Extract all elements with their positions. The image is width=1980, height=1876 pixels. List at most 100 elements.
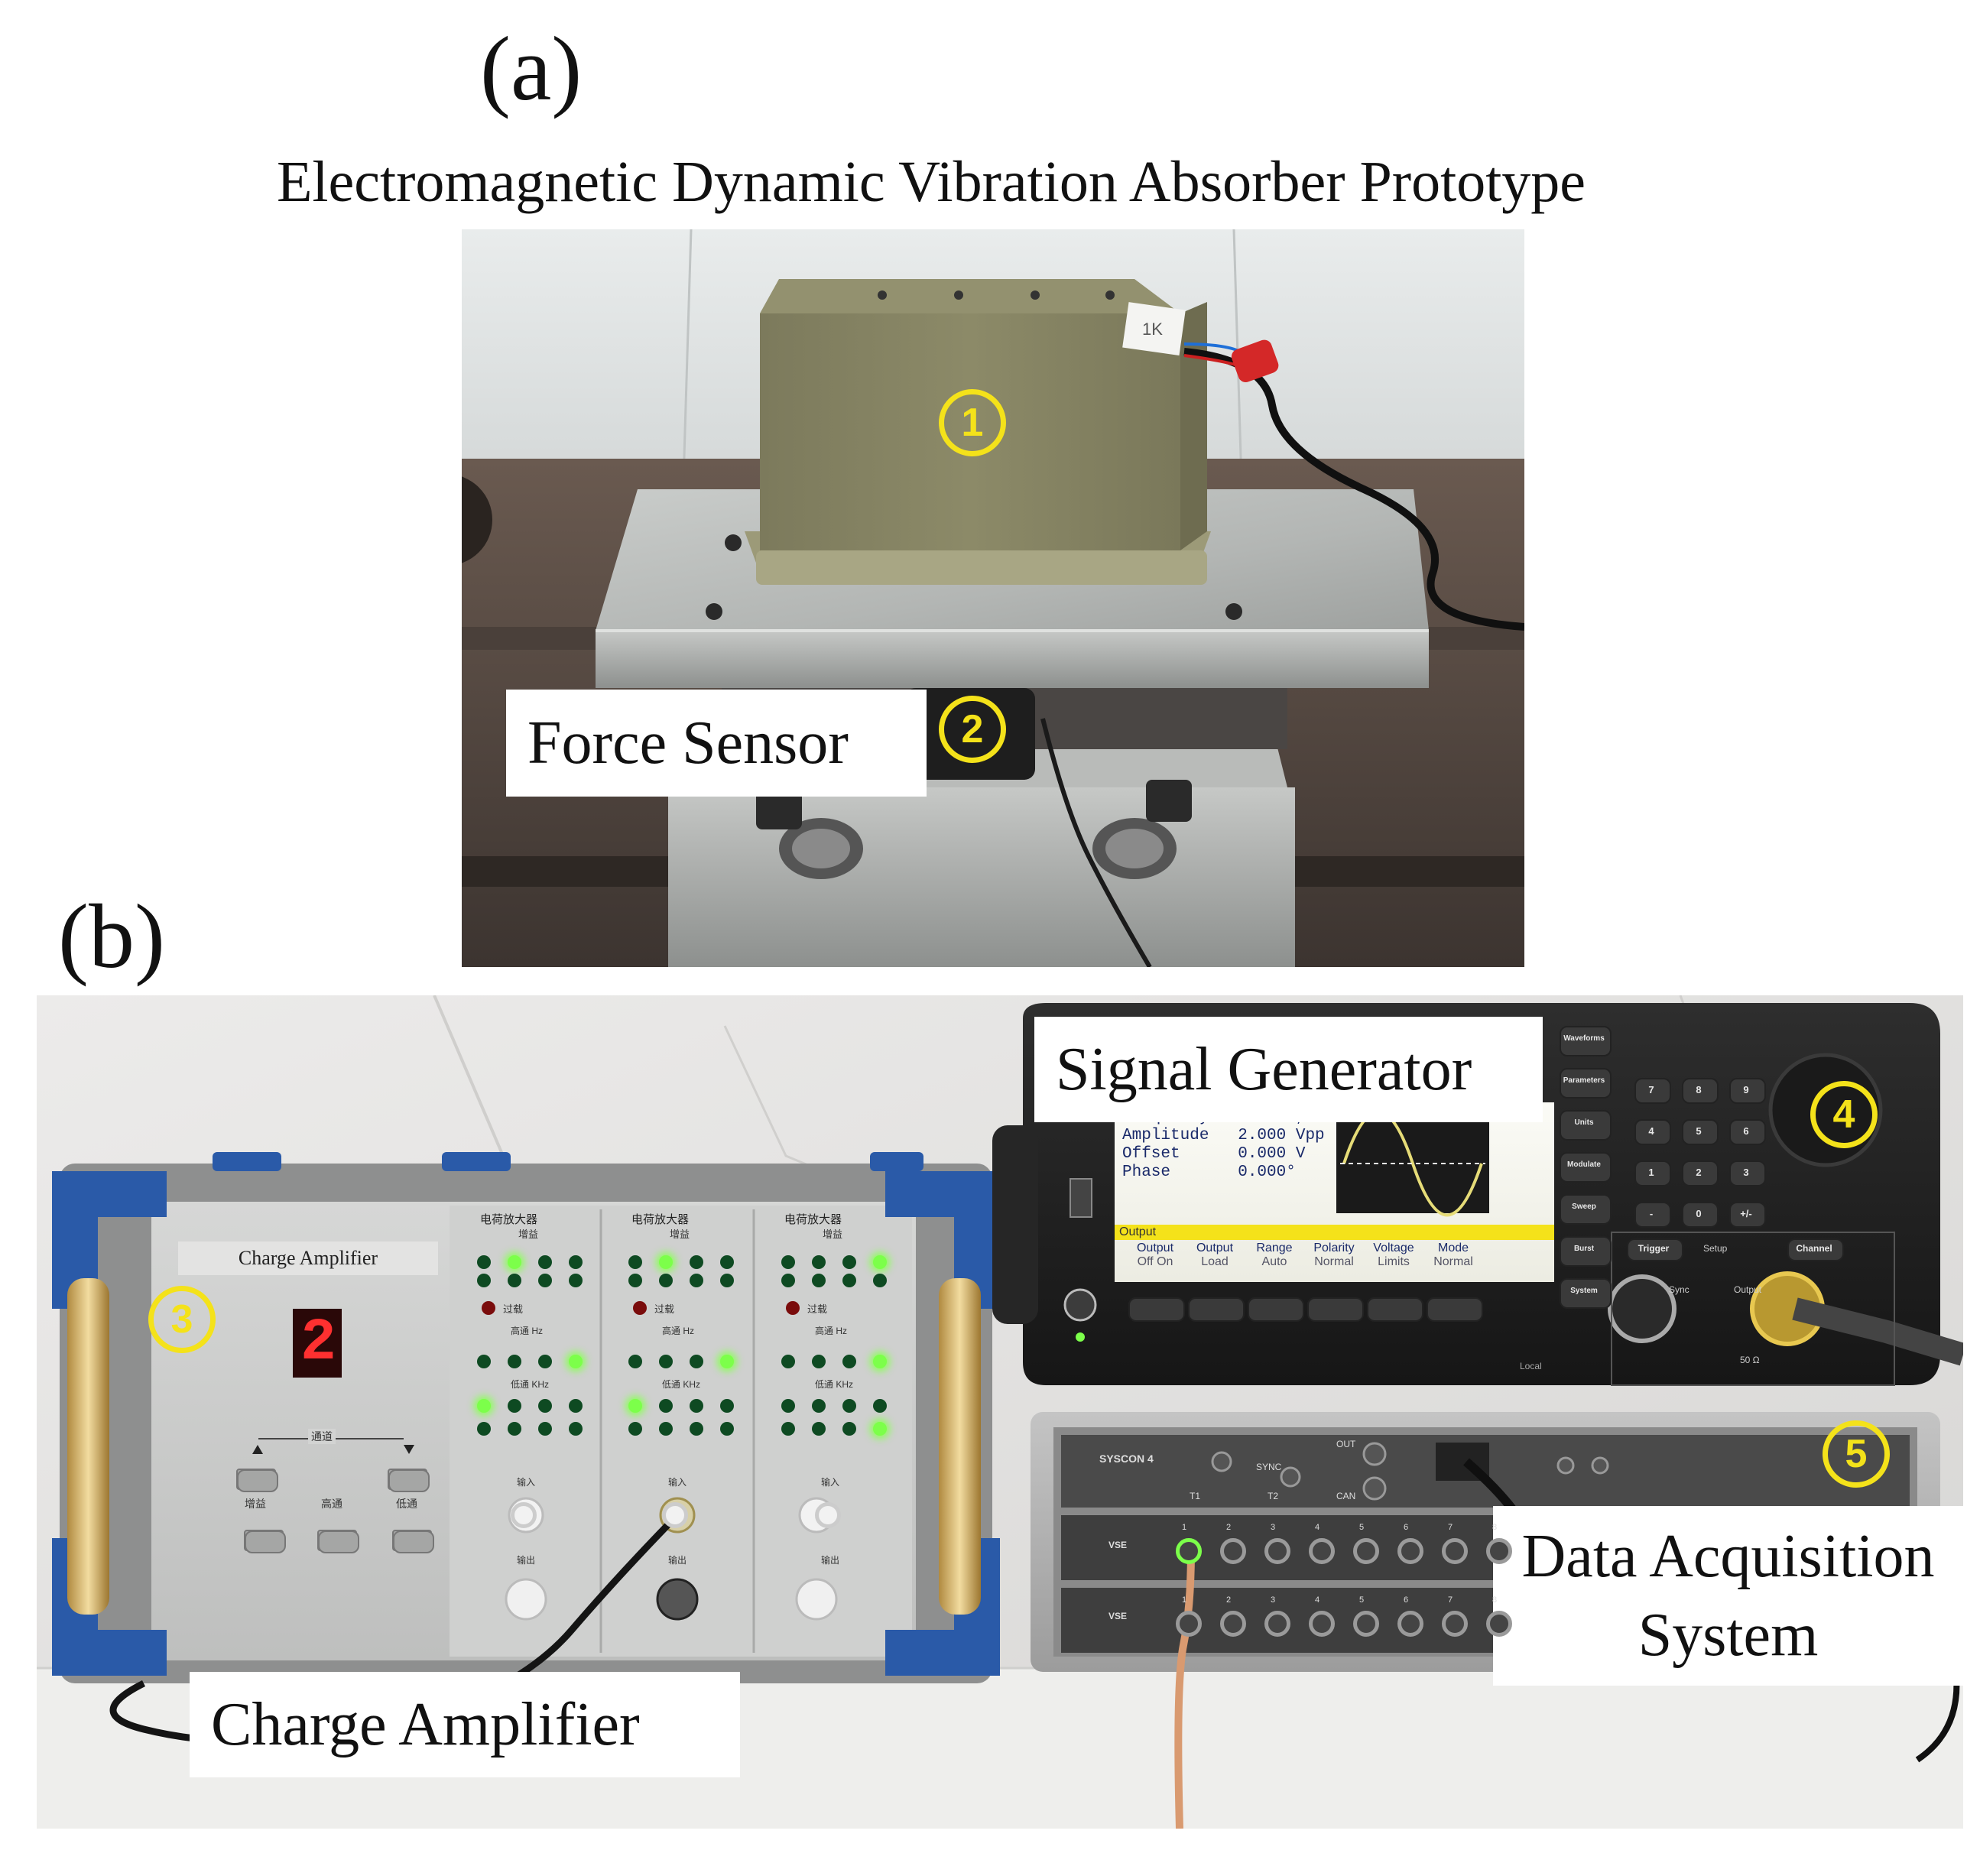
gen-softkey-1-button[interactable]: [1128, 1297, 1185, 1322]
amp-module-2-lowpass-led: [659, 1399, 673, 1413]
amp-module-3-overload-led: [786, 1301, 800, 1315]
gen-sidekey-1-button[interactable]: [1560, 1026, 1612, 1056]
amp-module-3-lowpass-led: [812, 1399, 826, 1413]
gen-numpad-key-button[interactable]: [1682, 1202, 1719, 1228]
amp-module-2-gain-led: [690, 1274, 703, 1287]
gen-sidekey-6-button[interactable]: [1560, 1236, 1612, 1267]
daq-channel-port[interactable]: [1220, 1611, 1246, 1637]
daq-channel-port[interactable]: [1442, 1611, 1468, 1637]
amp-channel-label: 通道: [308, 1429, 336, 1444]
gen-softkey-4-button[interactable]: [1307, 1297, 1364, 1322]
gen-numpad-key-button[interactable]: [1634, 1078, 1671, 1104]
panel-a-letter: (a): [480, 18, 583, 119]
gen-softkey-2-button[interactable]: [1188, 1297, 1245, 1322]
amp-module-1-lowpass-led: [508, 1422, 521, 1436]
amp-module-3-highpass-led: [842, 1355, 856, 1368]
gen-numpad-key-button[interactable]: [1634, 1202, 1671, 1228]
amp-module-3-input-label: 输入: [821, 1477, 840, 1488]
gen-sidekey-7-label: System: [1570, 1287, 1598, 1295]
daq-channel-port[interactable]: [1353, 1611, 1379, 1637]
gen-ohm-label: 50 Ω: [1740, 1355, 1760, 1365]
gen-numpad-key-button[interactable]: [1634, 1119, 1671, 1145]
charge-amplifier-label: Charge Amplifier: [190, 1672, 740, 1777]
daq-channel-number: 5: [1359, 1523, 1365, 1532]
amp-module-2-gain-led: [659, 1255, 673, 1269]
amp-module-1-lowpass-led: [477, 1399, 491, 1413]
gen-softkey-6-button[interactable]: [1427, 1297, 1483, 1322]
amp-module-3-output-label: 输出: [821, 1555, 840, 1566]
amp-module-1-input-connector[interactable]: [511, 1502, 537, 1528]
gen-screen-line-2: Amplitude 2.000 Vpp: [1122, 1127, 1325, 1144]
gen-softkey-5-button[interactable]: [1367, 1297, 1423, 1322]
amp-module-1-lowpass-led: [477, 1422, 491, 1436]
gen-numpad-key-button[interactable]: [1729, 1119, 1766, 1145]
daq-channel-port[interactable]: [1264, 1538, 1290, 1564]
gen-sidekey-7-button[interactable]: [1560, 1278, 1612, 1309]
gen-sidekey-2-button[interactable]: [1560, 1068, 1612, 1099]
daq-channel-port[interactable]: [1397, 1611, 1423, 1637]
daq-channel-port[interactable]: [1264, 1611, 1290, 1637]
gen-sidekey-3-button[interactable]: [1560, 1110, 1612, 1141]
gen-numpad-key-label: 8: [1696, 1084, 1702, 1095]
amp-gain-button[interactable]: [245, 1530, 286, 1553]
amp-module-2-gain-led: [720, 1274, 734, 1287]
amp-module-2-input-label: 输入: [668, 1477, 687, 1488]
daq-channel-port[interactable]: [1442, 1538, 1468, 1564]
gen-numpad-key-button[interactable]: [1682, 1160, 1719, 1186]
amp-channel-up-button[interactable]: [237, 1469, 278, 1492]
gen-channel-button[interactable]: [1787, 1238, 1844, 1261]
gen-trigger-button[interactable]: [1627, 1238, 1683, 1261]
gen-numpad-key-label: 2: [1696, 1167, 1702, 1178]
daq-channel-port[interactable]: [1486, 1611, 1512, 1637]
daq-label-line-1: Data Acquisition: [1521, 1523, 1935, 1591]
gen-numpad-key-button[interactable]: [1729, 1202, 1766, 1228]
daq-channel-port[interactable]: [1309, 1611, 1335, 1637]
gen-sidekey-5-button[interactable]: [1560, 1194, 1612, 1225]
daq-channel-port[interactable]: [1176, 1538, 1202, 1564]
daq-channel-port[interactable]: [1486, 1538, 1512, 1564]
daq-channel-number: 1: [1182, 1523, 1187, 1532]
amp-btn-highpass-label: 高通: [321, 1498, 342, 1510]
amp-module-2-highpass-label: 高通 Hz: [662, 1326, 695, 1336]
daq-channel-number: 1: [1182, 1595, 1187, 1605]
daq-channel-port[interactable]: [1397, 1538, 1423, 1564]
amp-lowpass-button[interactable]: [393, 1530, 434, 1553]
amp-module-2-input-connector[interactable]: [662, 1502, 688, 1528]
amp-module-1-highpass-led: [508, 1355, 521, 1368]
amp-module-1-gain-led: [538, 1255, 552, 1269]
amp-module-2-lowpass-led: [628, 1399, 642, 1413]
gen-trigger-label: Trigger: [1638, 1243, 1670, 1254]
gen-softkey-3-button[interactable]: [1248, 1297, 1304, 1322]
gen-numpad-key-button[interactable]: [1729, 1078, 1766, 1104]
gen-softkey-5-bottom-label: Limits: [1378, 1255, 1410, 1268]
gen-numpad-key-button[interactable]: [1682, 1119, 1719, 1145]
daq-channel-port[interactable]: [1220, 1538, 1246, 1564]
gen-power-button[interactable]: [1065, 1290, 1095, 1320]
gen-softkey-3-top-label: Range: [1256, 1241, 1293, 1254]
daq-channel-port[interactable]: [1309, 1538, 1335, 1564]
gen-softkey-1-top-label: Output: [1136, 1241, 1174, 1254]
gen-numpad-key-button[interactable]: [1729, 1160, 1766, 1186]
daq-channel-port[interactable]: [1353, 1538, 1379, 1564]
amp-module-2-title: 电荷放大器: [631, 1213, 690, 1226]
amp-module-3-lowpass-led: [781, 1422, 795, 1436]
gen-numpad-key-label: 9: [1743, 1084, 1749, 1095]
gen-numpad-key-label: 4: [1648, 1125, 1654, 1137]
amp-highpass-button[interactable]: [318, 1530, 359, 1553]
amp-module-1-highpass-label: 高通 Hz: [511, 1326, 544, 1336]
gen-numpad-key-button[interactable]: [1634, 1160, 1671, 1186]
gen-sidekey-4-button[interactable]: [1560, 1152, 1612, 1183]
amp-module-1-lowpass-led: [508, 1399, 521, 1413]
daq-channel-port[interactable]: [1176, 1611, 1202, 1637]
gen-sidekey-4-label: Modulate: [1567, 1160, 1601, 1169]
amp-channel-down-button[interactable]: [388, 1469, 430, 1492]
amp-module-1-gain-led: [477, 1255, 491, 1269]
daq-sync-label: SYNC: [1256, 1462, 1282, 1472]
gen-menu-title: Output: [1119, 1225, 1157, 1238]
gen-screen-line-3: Offset 0.000 V: [1122, 1145, 1306, 1163]
gen-numpad-key-button[interactable]: [1682, 1078, 1719, 1104]
amp-module-3-input-connector[interactable]: [815, 1502, 841, 1528]
daq-channel-number: 3: [1271, 1595, 1276, 1605]
signal-generator-label: Signal Generator: [1034, 1017, 1543, 1122]
amp-module-1-overload-led: [482, 1301, 495, 1315]
